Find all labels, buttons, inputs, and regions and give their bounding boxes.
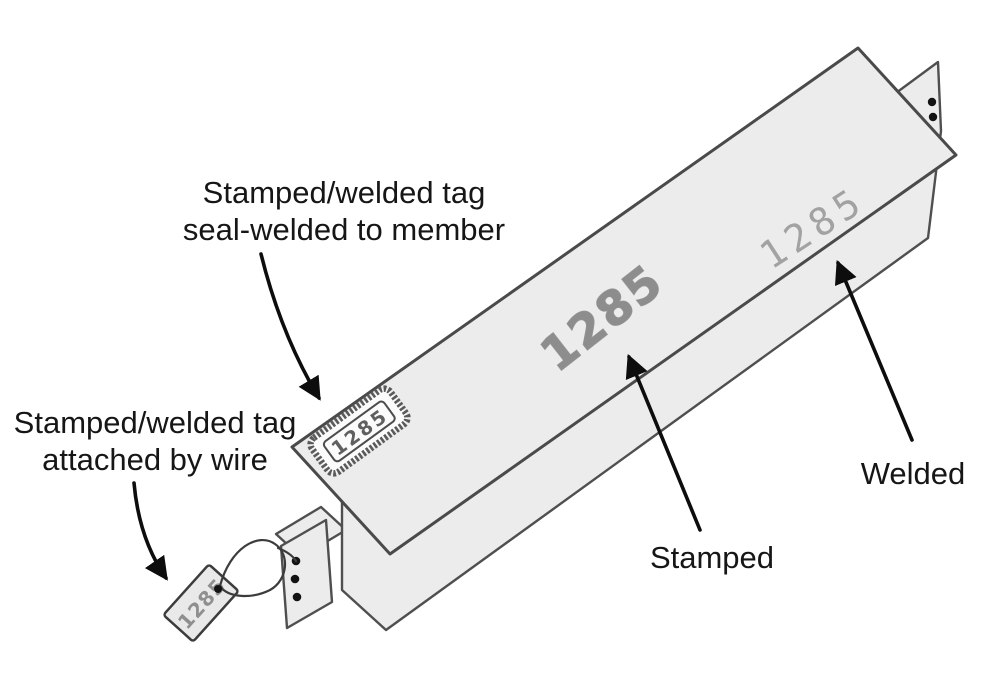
wire-tag-body xyxy=(163,564,239,642)
arrow-seal-welded-tag xyxy=(259,252,321,401)
seal-welded-tag-inner-border xyxy=(322,400,396,463)
arrow-welded xyxy=(834,259,914,442)
label-seal-welded-tag-line1: Stamped/welded tag xyxy=(203,175,486,210)
bolt-hole xyxy=(290,574,300,584)
seal-welded-tag-border xyxy=(307,385,411,477)
label-wire-tag-line2: attached by wire xyxy=(42,442,268,477)
beam-top-plate xyxy=(290,46,958,556)
wire-loop xyxy=(218,539,287,597)
label-stamped: Stamped xyxy=(650,540,774,575)
bolt-hole xyxy=(927,97,937,107)
seal-welded-tag: 1285 xyxy=(307,385,411,477)
end-plate xyxy=(279,518,334,630)
label-welded: Welded xyxy=(861,456,966,491)
wire-tag-hole xyxy=(214,585,222,593)
label-wire-tag-line1: Stamped/welded tag xyxy=(14,405,297,440)
bolt-hole xyxy=(292,592,302,602)
label-seal-welded-tag-line2: seal-welded to member xyxy=(183,212,505,247)
bolt-hole xyxy=(928,112,938,122)
wire-tag: 1285 xyxy=(163,564,239,642)
wire-strand xyxy=(276,546,298,563)
arrow-stamped xyxy=(625,353,702,532)
arrow-wire-tag xyxy=(132,481,168,581)
